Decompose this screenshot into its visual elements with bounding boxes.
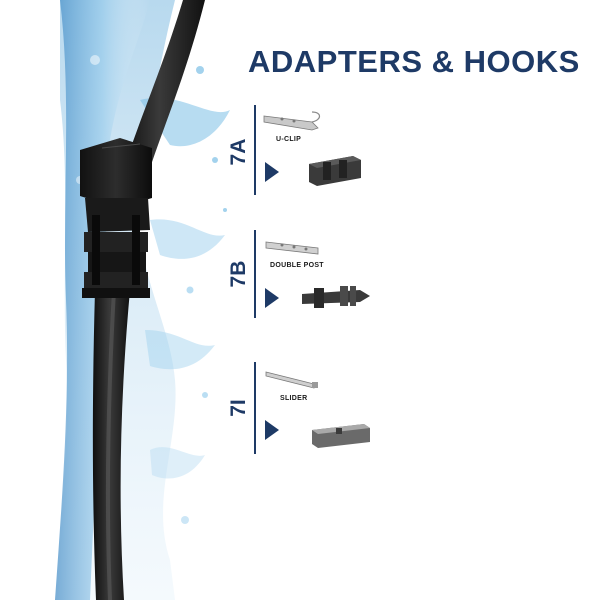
adapter-label: U-CLIP: [276, 136, 302, 143]
u-clip-adapter-icon: [309, 156, 361, 186]
page-title: ADAPTERS & HOOKS: [248, 44, 580, 79]
section-divider: [254, 230, 256, 318]
adapter-label: DOUBLE POST: [270, 262, 324, 269]
arrow-indicator-icon: [265, 162, 279, 182]
slider-adapter-icon: [312, 424, 370, 448]
wiper-connector: [80, 138, 152, 298]
double-post-adapter-icon: [302, 286, 370, 308]
water-splash: [55, 0, 230, 600]
adapter-code: 7B: [227, 260, 250, 288]
arrow-indicator-icon: [265, 420, 279, 440]
section-divider: [254, 105, 256, 195]
adapter-label: SLIDER: [280, 395, 308, 402]
section-divider: [254, 362, 256, 454]
u-clip-hook-icon: [263, 111, 321, 131]
adapter-code: 7I: [227, 399, 250, 417]
arrow-indicator-icon: [265, 288, 279, 308]
double-post-hook-icon: [265, 241, 319, 255]
adapter-code: 7A: [227, 138, 250, 166]
slider-hook-icon: [265, 371, 318, 389]
wiper-blade: [92, 0, 205, 600]
